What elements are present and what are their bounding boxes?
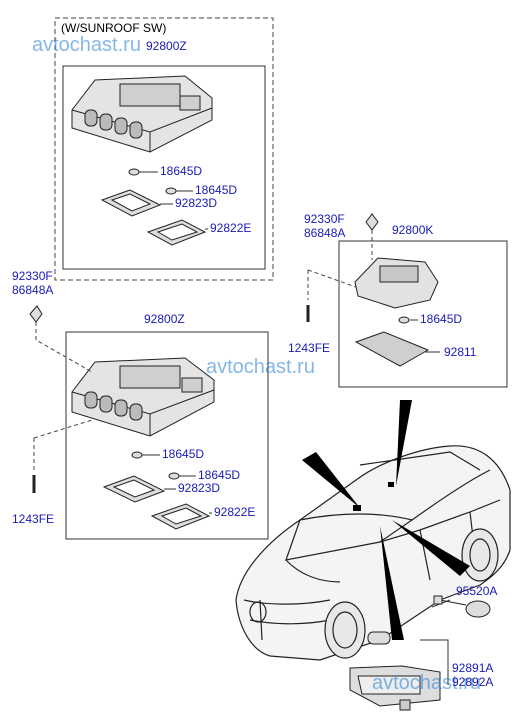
bulb-18645d-right [398,316,410,324]
watermark-top: avtochast.ru [32,34,141,56]
callout-lines [139,171,451,685]
label-92800z-top: 92800Z [146,39,187,53]
label-18645d-c: 18645D [162,447,205,461]
label-18645d-b: 18645D [195,183,238,197]
clip-92330f-right [365,213,379,231]
label-95520a: 95520A [456,584,498,598]
room-lamp-box [338,240,508,388]
lens-inner-92823d-top [110,193,152,212]
overhead-console-top [71,75,213,153]
watermark-middle: avtochast.ru [206,356,315,378]
overhead-console-middle [71,357,215,437]
bulb-18645d-mid-a [131,451,143,459]
label-92800k: 92800K [392,223,434,237]
lens-inner-92822e-mid [160,507,203,525]
label-92822e-a: 92822E [210,221,252,235]
roof-lamp-spot-b [388,482,394,487]
overhead-console-box-top [62,65,266,270]
bulb-18645d-top-b [165,187,177,195]
label-86848a-left: 86848A [12,283,54,297]
lens-inner-92823d-mid [112,479,156,498]
lens-inner-92822e-top [156,223,199,241]
lens-92811 [354,331,430,367]
location-pointers [302,400,470,640]
roof-lamp-spot-a [353,505,361,511]
watermark-bottom: avtochast.ru [372,672,481,694]
label-92891a: 92891A [452,661,494,675]
label-92892a: 92892A [452,675,494,689]
sunroof-group-box [54,17,274,281]
label-18645d-a: 18645D [160,164,203,178]
label-86848a-right: 86848A [304,226,346,240]
bulb-18645d-top-a [128,168,140,176]
bulb-18645d-mid-b [168,472,180,480]
label-1243fe-right: 1243FE [288,341,331,355]
sensor-95520a [433,595,491,618]
label-92822e-b: 92822E [214,505,256,519]
label-92330f-left: 92330F [12,269,53,283]
label-92811: 92811 [444,345,477,359]
clip-92330f-left [29,305,43,323]
label-18645d-e: 18645D [420,312,463,326]
car-illustration [235,445,511,661]
lamp-92891a [349,631,441,711]
overhead-console-box-middle [65,331,269,540]
label-1243fe-left: 1243FE [12,512,55,526]
label-92823d-b: 92823D [178,481,221,495]
label-18645d-d: 18645D [198,468,241,482]
label-92800z-mid: 92800Z [144,312,185,326]
leader-lines [33,230,373,470]
label-92330f-right: 92330F [304,212,345,226]
label-92823d-a: 92823D [175,196,218,210]
room-lamp-92800k [354,257,439,309]
sunroof-header: (W/SUNROOF SW) [61,21,167,35]
